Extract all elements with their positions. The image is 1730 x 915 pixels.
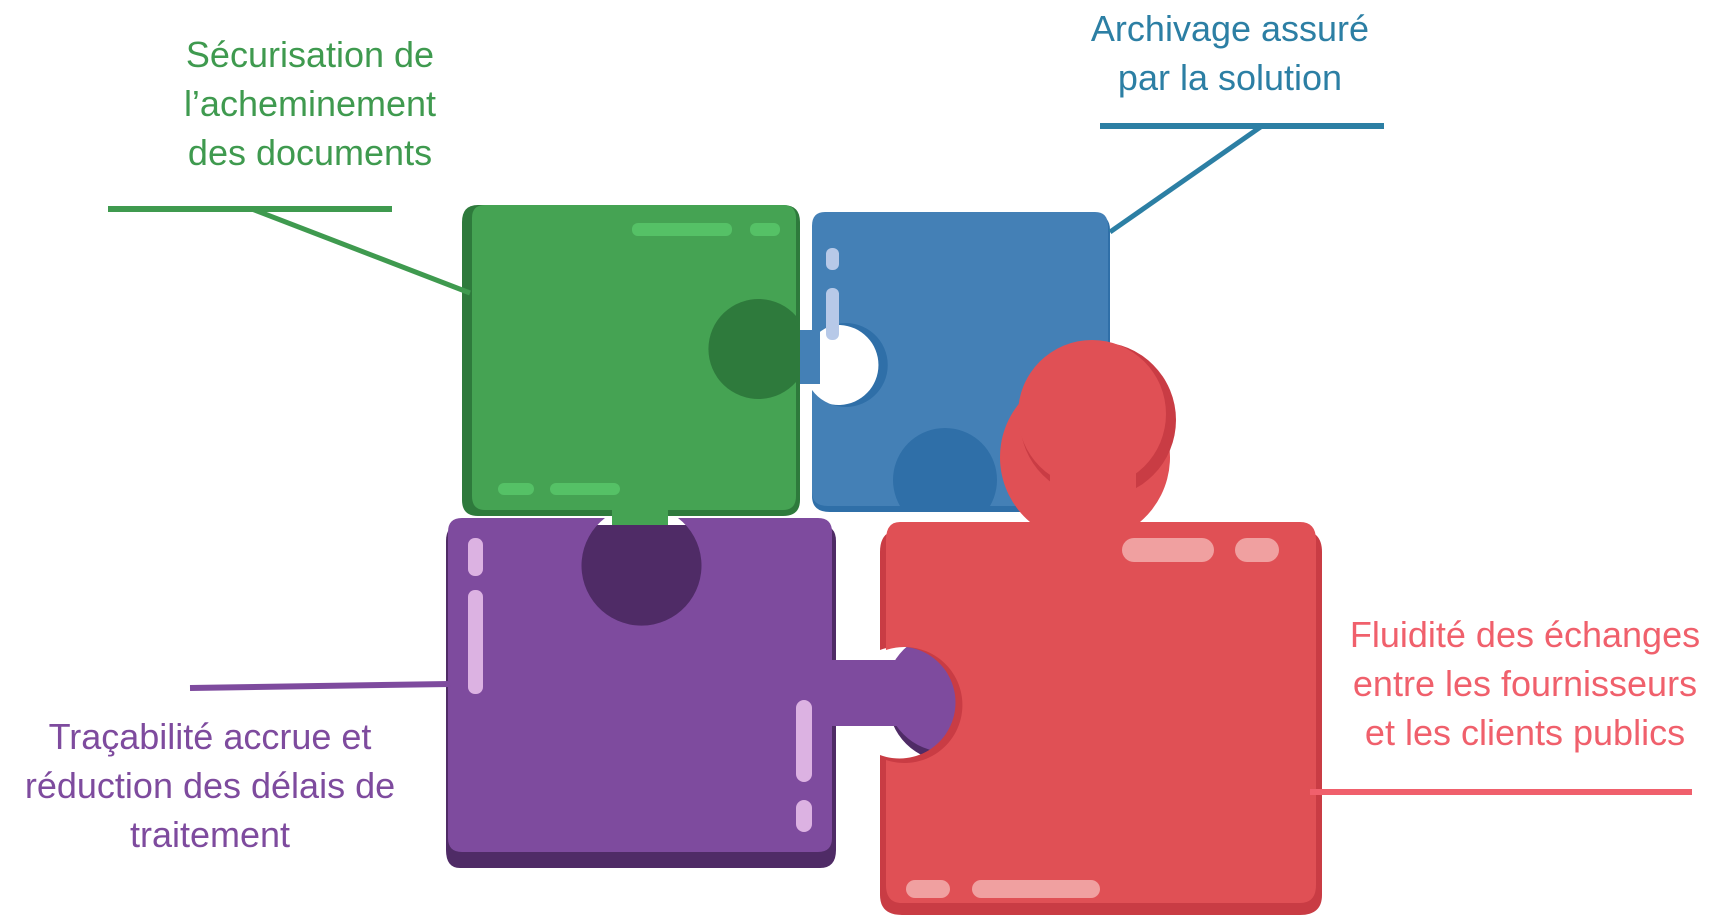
label-tracabilite-line1: Traçabilité accrue et [48, 716, 372, 757]
label-tracabilite-line3: traitement [129, 814, 291, 855]
puzzle-piece-red [880, 340, 1322, 915]
label-fluidite-line2: entre les fournisseurs [1352, 663, 1698, 704]
label-fluidite-line3: et les clients publics [1364, 712, 1686, 753]
label-securisation-line1: Sécurisation de [185, 34, 435, 75]
puzzle-piece-purple [446, 518, 1012, 868]
label-fluidite: Fluidité des échanges entre les fourniss… [1325, 610, 1725, 757]
label-archivage-line1: Archivage assuré [1090, 8, 1370, 49]
label-tracabilite: Traçabilité accrue et réduction des déla… [0, 712, 420, 859]
label-fluidite-line1: Fluidité des échanges [1349, 614, 1701, 655]
label-securisation-line2: l’acheminement [183, 83, 437, 124]
label-archivage-line2: par la solution [1117, 57, 1343, 98]
connector-blue [1100, 123, 1384, 235]
connector-purple [189, 681, 451, 691]
label-archivage: Archivage assuré par la solution [1070, 4, 1390, 102]
label-tracabilite-line2: réduction des délais de [24, 765, 396, 806]
label-securisation-line3: des documents [187, 132, 433, 173]
connector-green [108, 206, 471, 296]
label-securisation: Sécurisation de l’acheminement des docum… [100, 30, 520, 177]
